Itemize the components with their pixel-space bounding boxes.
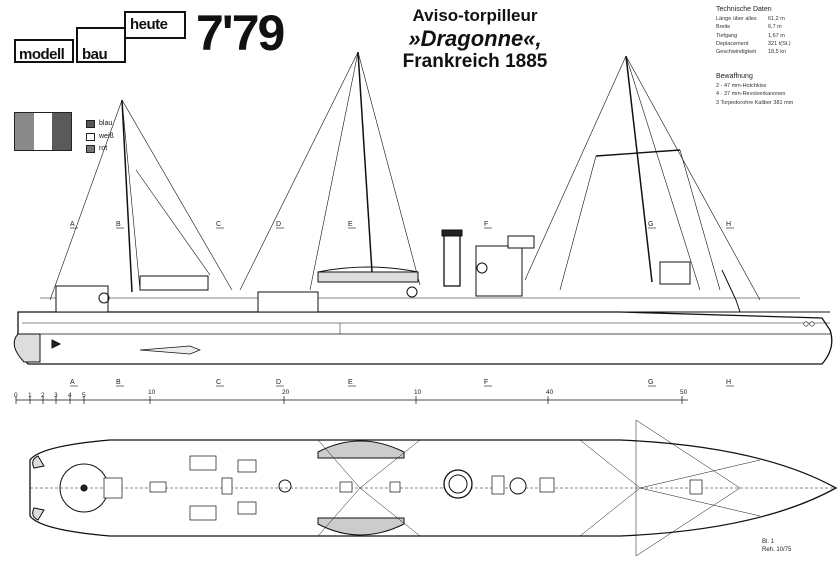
spec-key: Tiefgang <box>716 32 738 39</box>
spec-value: 61,2 m <box>768 16 785 23</box>
scale-tick-label: 10 <box>414 389 422 396</box>
sheet-reference: Bl. 1 Reh. 10/75 <box>762 538 791 554</box>
section-mark-a: A <box>70 221 75 228</box>
section-mark-f: F <box>484 221 488 228</box>
mizzen-mast <box>625 55 653 283</box>
spec-row: Deplacement 321 t(St.) <box>716 40 836 48</box>
section-mark-d: D <box>276 379 281 386</box>
title-line-3: Frankreich 1885 <box>402 50 548 72</box>
scale-tick-label: 10 <box>148 389 156 396</box>
legend-label: blau <box>99 120 113 127</box>
legend-swatch <box>86 120 95 129</box>
legend-item: weiß <box>86 131 114 144</box>
sheet-number: Bl. 1 <box>762 539 775 545</box>
spec-key: Länge über alles <box>716 16 757 23</box>
scale-tick-label: 3 <box>54 392 58 399</box>
armament-row: 3 Torpedorohre Kaliber 381 mm <box>716 99 794 106</box>
armament-row: 2 · 47 mm-Hotchkiss <box>716 83 767 90</box>
section-mark-b: B <box>116 379 121 386</box>
logo-word-bau: bau <box>76 27 126 63</box>
section-mark-h: H <box>726 221 731 228</box>
section-mark-b: B <box>116 221 121 228</box>
armament-row: 4 · 37 mm-Revolverkanonen <box>716 91 786 98</box>
ship-title: Aviso-torpilleur »Dragonne«, Frankreich … <box>380 6 570 73</box>
spec-value: 18,5 kn <box>768 49 787 56</box>
legend-label: weiß <box>99 132 114 140</box>
magazine-logo: modell bau heute <box>14 11 188 67</box>
spec-value: 1,67 m <box>768 32 785 39</box>
scale-tick-label: 5 <box>82 392 86 399</box>
main-mast <box>357 51 373 273</box>
legend-swatch <box>86 145 95 154</box>
section-mark-f: F <box>484 379 488 386</box>
spec-key: Breite <box>716 24 731 31</box>
scale-tick-label: 0 <box>14 392 18 399</box>
flag-stripe-white <box>33 113 53 150</box>
spec-value: 6,7 m <box>768 24 782 31</box>
legend-swatch <box>86 132 95 141</box>
section-mark-g: G <box>648 379 653 386</box>
section-marks-lower: A B C D E F G H <box>70 379 734 387</box>
boat-on-deck <box>317 271 419 283</box>
legend-label: rot <box>99 145 108 152</box>
technical-data-heading: Technische Daten <box>716 6 772 13</box>
section-mark-d: D <box>276 221 281 228</box>
profile-view <box>13 51 833 365</box>
lifeboat-port <box>317 440 405 459</box>
section-mark-e: E <box>348 379 353 386</box>
logo-word-heute: heute <box>124 11 186 39</box>
title-line-1: Aviso-torpilleur <box>412 6 538 25</box>
scale-bar: 0 1 2 3 4 5 10 20 10 40 50 <box>14 389 688 404</box>
plan-view <box>29 419 838 557</box>
spec-row: Breite 6,7 m <box>716 23 836 31</box>
legend-item: rot <box>86 143 114 156</box>
issue-number: 7'79 <box>196 5 285 61</box>
scale-tick-label: 20 <box>282 389 290 396</box>
spec-value: 321 t(St.) <box>768 40 791 47</box>
section-marks-upper: A B C D E F G H <box>70 221 734 229</box>
section-mark-c: C <box>216 379 221 386</box>
spec-row: Länge über alles 61,2 m <box>716 15 836 23</box>
funnel-top <box>443 469 473 499</box>
flag-stripe-red <box>52 113 72 150</box>
section-mark-g: G <box>648 221 653 228</box>
rigging <box>49 51 761 301</box>
drawing-reference: Reh. 10/75 <box>762 547 792 553</box>
bridge-structure <box>475 245 523 297</box>
french-flag <box>14 112 72 151</box>
section-mark-c: C <box>216 221 221 228</box>
armament-heading: Bewaffnung <box>716 73 753 80</box>
flag-stripe-blue <box>15 113 34 150</box>
scale-tick-label: 40 <box>546 389 554 396</box>
fore-mast <box>121 99 133 293</box>
fore-deckhouse <box>55 285 109 313</box>
lifeboat-starboard <box>317 517 405 536</box>
title-line-2: »Dragonne«, <box>408 25 542 51</box>
section-mark-e: E <box>348 221 353 228</box>
spec-row: Tiefgang 1,67 m <box>716 32 836 40</box>
legend-item: blau <box>86 118 114 131</box>
logo-word-modell: modell <box>14 39 74 63</box>
scale-tick-label: 2 <box>41 392 45 399</box>
scale-tick-label: 1 <box>28 392 32 399</box>
shaft <box>139 345 201 355</box>
section-mark-a: A <box>70 379 75 386</box>
scale-tick-label: 4 <box>68 392 72 399</box>
spec-row: Geschwindigkeit 18,5 kn <box>716 48 836 56</box>
funnel <box>443 231 461 287</box>
spec-key: Geschwindigkeit <box>716 49 757 56</box>
section-mark-h: H <box>726 379 731 386</box>
color-legend: blau weiß rot <box>86 118 114 156</box>
hull-outline <box>17 311 833 365</box>
scale-tick-label: 50 <box>680 389 688 396</box>
rudder <box>13 333 41 363</box>
spec-key: Deplacement <box>716 40 749 47</box>
